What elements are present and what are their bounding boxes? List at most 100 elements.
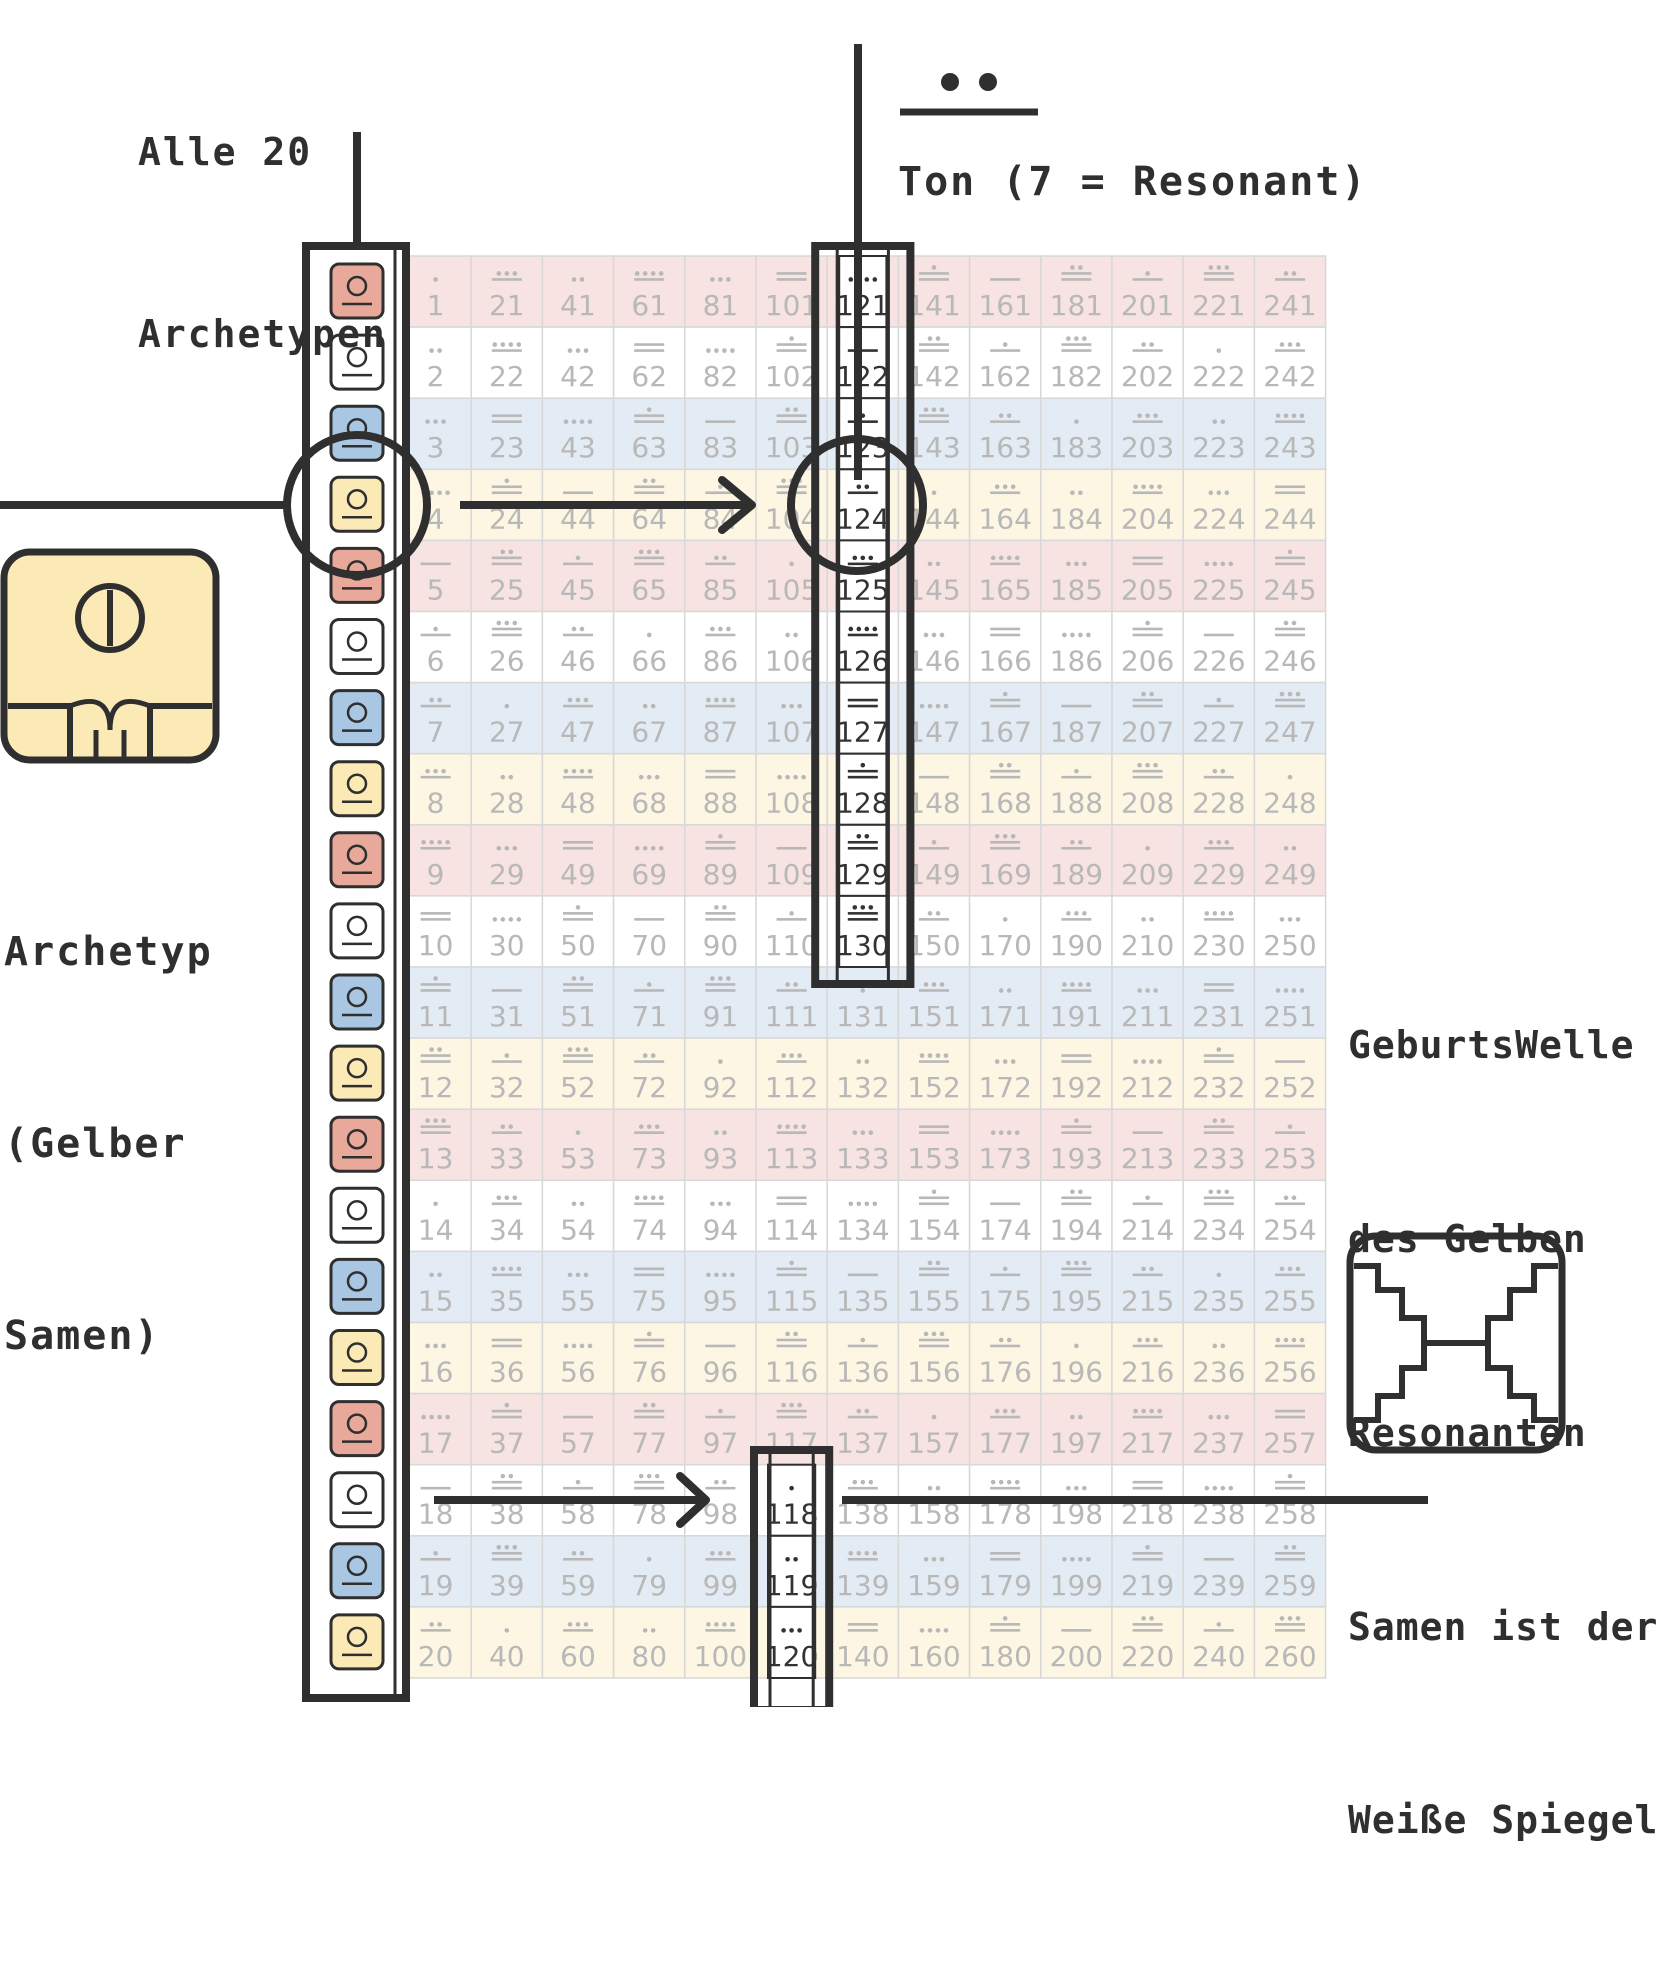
tone-dot	[793, 1124, 798, 1129]
kin-cell-bg	[612, 1108, 686, 1182]
kin-number: 128	[836, 787, 889, 820]
kin-number: 225	[1192, 573, 1245, 606]
tone-bar	[847, 769, 878, 773]
kin-number: 52	[560, 1071, 596, 1104]
kin-cell-bg	[399, 468, 472, 542]
kin-number: 234	[1192, 1213, 1245, 1246]
tone-dot	[730, 348, 735, 353]
kin-number: 160	[907, 1640, 960, 1673]
tzolkin-grid: 1234567891011121314151617181920212223242…	[0, 44, 1566, 1707]
kin-number: 200	[1050, 1640, 1103, 1673]
tone-dot	[504, 1402, 510, 1408]
tone-dot	[797, 1053, 802, 1058]
tone-bar	[1203, 918, 1234, 921]
kin-number: 229	[1192, 858, 1245, 891]
tone-dot	[567, 348, 573, 353]
tone-dot	[789, 1402, 794, 1408]
kin-number: 243	[1263, 431, 1316, 464]
kin-cell: 86	[684, 610, 757, 684]
tone-bar	[776, 1196, 807, 1200]
kin-number: 9	[427, 858, 445, 891]
tone-bar	[705, 846, 736, 850]
kin-cell: 225	[1182, 539, 1256, 613]
kin-cell: 20	[399, 1606, 472, 1679]
tone-bar	[563, 633, 593, 637]
tone-dot	[1279, 1266, 1285, 1272]
kin-number: 196	[1050, 1356, 1103, 1389]
tone-dot	[579, 1201, 585, 1207]
tone-dot	[1153, 762, 1158, 768]
kin-cell: 223	[1182, 397, 1256, 471]
tone-bar	[919, 846, 949, 850]
tone-bar	[776, 1202, 807, 1206]
glyph-bg	[329, 973, 385, 1031]
kin-cell-bg	[1253, 1037, 1327, 1110]
kin-number: 116	[765, 1356, 818, 1389]
glyph-bg	[329, 760, 385, 818]
kin-cell: 46	[541, 610, 615, 684]
tone-dot	[1086, 632, 1091, 638]
tone-dot	[1145, 1544, 1150, 1550]
tone-dot	[567, 1622, 573, 1627]
tone-bar	[1275, 349, 1305, 352]
kin-cell-bg	[897, 1250, 971, 1324]
tone-bar	[990, 633, 1021, 637]
kin-number: 42	[560, 360, 596, 393]
tone-dot	[848, 1550, 854, 1556]
kin-number: 197	[1050, 1427, 1103, 1460]
kin-cell: 197	[1040, 1392, 1113, 1466]
tone-bar	[1132, 1415, 1163, 1419]
tone-dot	[1074, 1260, 1079, 1266]
tone-bar	[990, 775, 1021, 779]
kin-number: 115	[765, 1284, 818, 1317]
tone-dot	[872, 1550, 878, 1556]
tone-dot	[638, 549, 644, 555]
tone-dot	[1283, 988, 1289, 993]
tone-dot	[508, 549, 514, 555]
tone-dot	[852, 1130, 858, 1135]
tone-dot	[1287, 1124, 1293, 1129]
tone-dot	[1070, 1189, 1075, 1195]
tone-dot	[425, 768, 430, 774]
tone-dot	[714, 348, 719, 353]
kin-cell-bg	[1182, 1392, 1256, 1466]
tone-dot	[868, 905, 874, 910]
tone-bar	[1061, 343, 1092, 346]
tone-bar	[491, 349, 522, 352]
tone-dot	[496, 271, 502, 276]
tone-dot	[872, 277, 878, 282]
kin-cell: 87	[684, 681, 757, 755]
kin-number: 245	[1263, 573, 1316, 606]
tone-dot	[1082, 561, 1087, 567]
tone-bar	[705, 918, 736, 921]
tone-bar	[1275, 1131, 1305, 1134]
tone-bar	[919, 1060, 949, 1063]
tone-dot-symbol	[941, 73, 959, 91]
kin-number: 220	[1121, 1640, 1174, 1673]
kin-cell-bg	[755, 1108, 828, 1182]
tone-bar	[847, 491, 878, 495]
kin-number: 188	[1050, 787, 1103, 820]
tone-bar	[1061, 1273, 1092, 1277]
tone-bar	[420, 1125, 451, 1128]
tone-bar	[847, 1486, 878, 1490]
tone-dot	[726, 277, 731, 282]
kin-number: 129	[836, 858, 889, 891]
kin-cell: 7	[399, 681, 472, 755]
tone-dot	[654, 549, 660, 555]
kin-number: 69	[631, 858, 667, 891]
tone-dot	[868, 1479, 874, 1485]
tone-bar	[919, 414, 949, 417]
tone-bar	[847, 775, 878, 779]
tone-dot	[726, 1550, 731, 1556]
tone-dot	[1086, 1556, 1091, 1562]
kin-number: 165	[978, 573, 1031, 606]
kin-cell: 70	[612, 895, 686, 968]
tone-dot	[1070, 982, 1075, 987]
mirror-arrow-head	[676, 1472, 710, 1528]
kin-cell-bg	[755, 1321, 828, 1395]
tone-dot	[504, 1053, 510, 1058]
tone-dot	[1133, 1408, 1138, 1414]
tone-label: Ton (7 = Resonant)	[898, 159, 1368, 205]
wave-label-line5: Weiße Spiegel	[1348, 1798, 1659, 1843]
